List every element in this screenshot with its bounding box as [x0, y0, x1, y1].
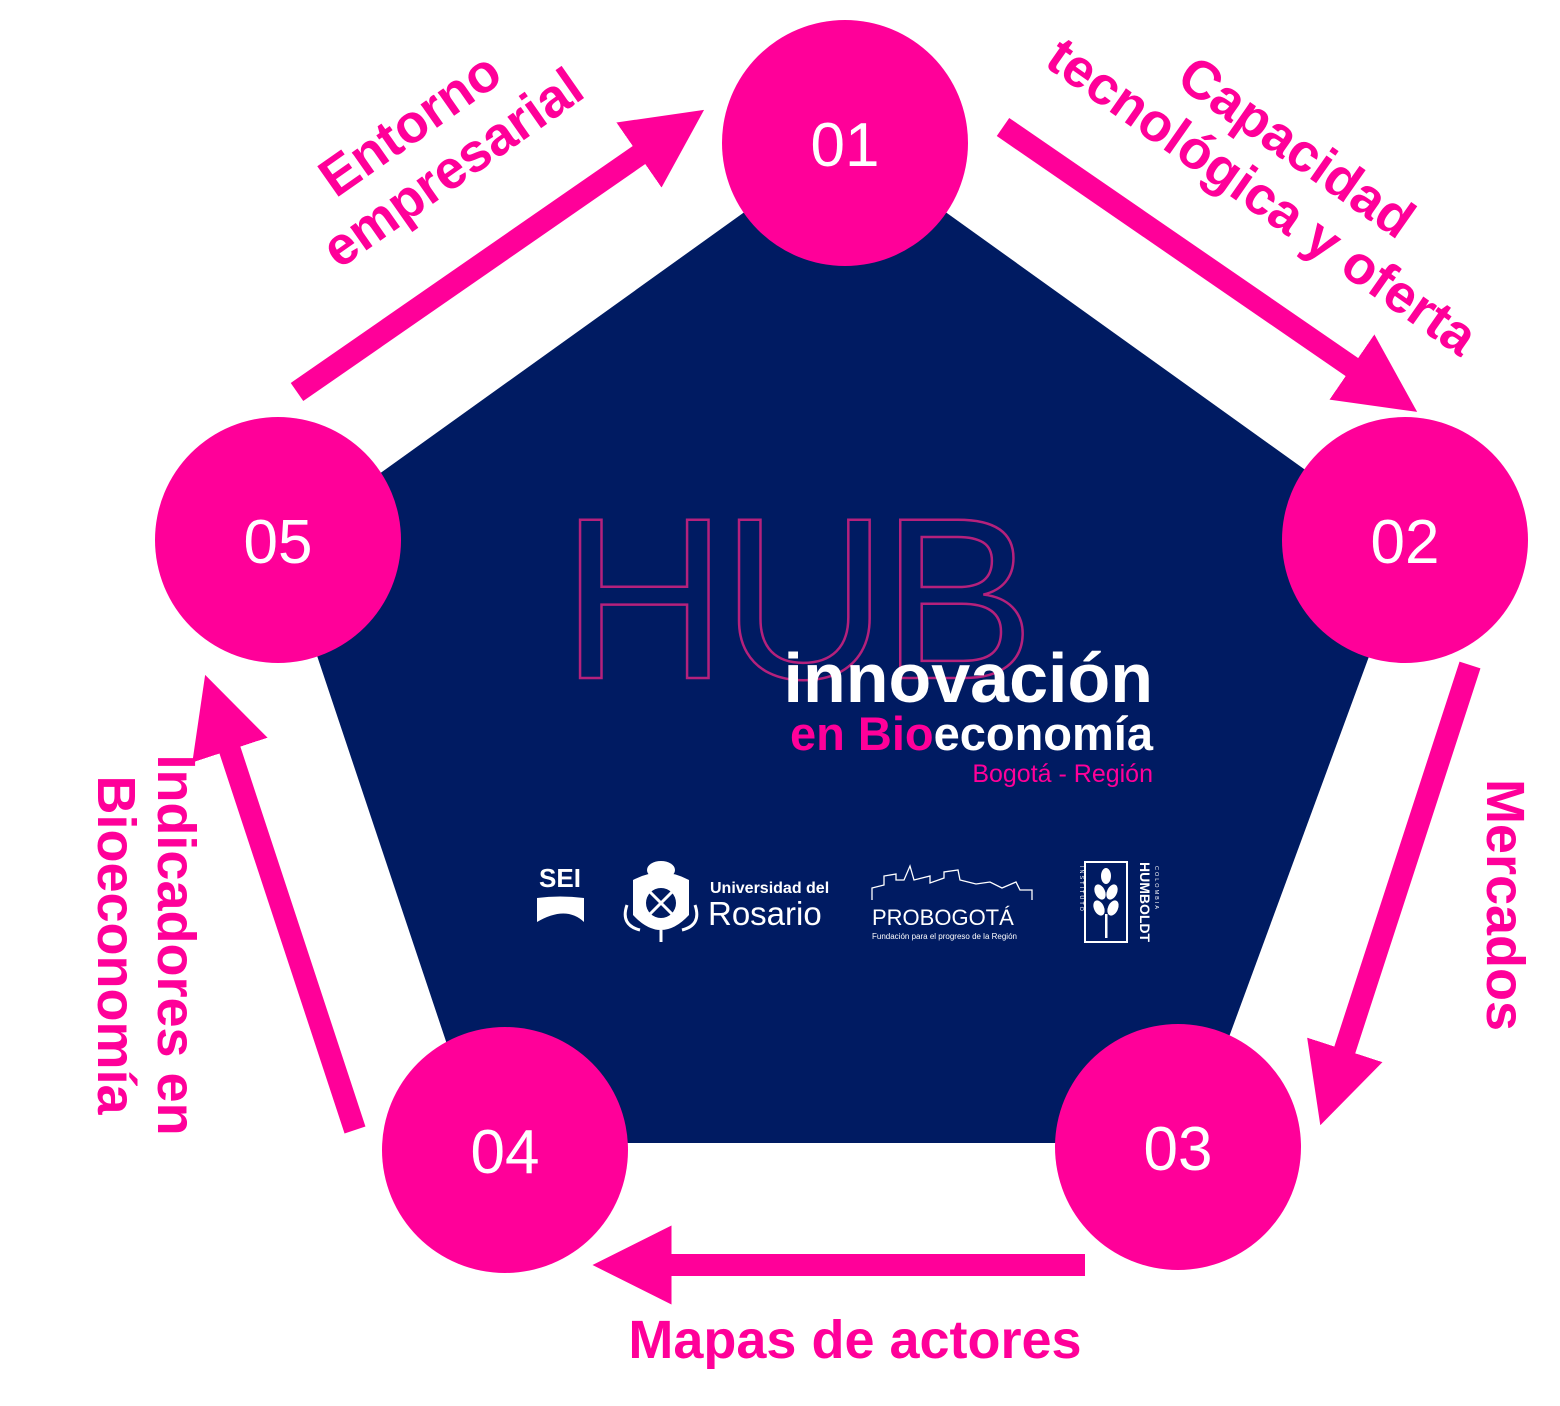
- node-03: 03: [1055, 1024, 1301, 1270]
- node-01-label: 01: [811, 111, 880, 180]
- partner-logos: SEI Universidad del Rosario PROBOGOTÁ Fu…: [537, 861, 1159, 943]
- step-label-indicadores-line1: Indicadores en: [146, 754, 206, 1135]
- step-label-mercados: Mercados: [1475, 779, 1535, 1031]
- node-03-label: 03: [1144, 1115, 1213, 1184]
- step-label-indicadores-line2: Bioeconomía: [86, 775, 146, 1115]
- wheat-icon: [1093, 868, 1119, 938]
- step-label-mapas: Mapas de actores: [628, 1310, 1081, 1370]
- node-04-circle: [382, 1027, 628, 1273]
- node-01: 01: [722, 20, 968, 266]
- probogota-skyline-icon: [871, 864, 1033, 900]
- probogota-logo-text: PROBOGOTÁ: [872, 905, 1014, 930]
- humboldt-logo: HUMBOLDT INSTITUTO COLOMBIA: [1078, 861, 1159, 943]
- node-05-label: 05: [244, 508, 313, 577]
- brand-innovacion: innovación: [784, 639, 1153, 717]
- step-label-mercados-line1: Mercados: [1475, 779, 1535, 1031]
- probogota-logo: PROBOGOTÁ Fundación para el progreso de …: [871, 864, 1033, 941]
- probogota-logo-sub: Fundación para el progreso de la Región: [872, 932, 1017, 941]
- brand-block: HUB innovación en Bioeconomía Bogotá - R…: [560, 469, 1154, 788]
- rosario-crest-icon: [623, 861, 699, 942]
- node-03-circle: [1055, 1024, 1301, 1270]
- sei-logo: SEI: [537, 863, 584, 922]
- humboldt-logo-right: COLOMBIA: [1153, 866, 1159, 911]
- brand-bioeconomia: en Bioeconomía: [790, 707, 1154, 760]
- node-02-label: 02: [1371, 508, 1440, 577]
- brand-bioeconomia-pink: en Bio: [790, 707, 934, 760]
- step-label-mapas-line1: Mapas de actores: [628, 1310, 1081, 1370]
- step-label-indicadores: Indicadores en Bioeconomía: [86, 754, 206, 1135]
- node-02-circle: [1282, 417, 1528, 663]
- humboldt-logo-left: INSTITUTO: [1078, 866, 1084, 913]
- rosario-logo-top: Universidad del: [710, 880, 829, 897]
- arrows: [192, 109, 1481, 1305]
- arrow-01-02: [996, 117, 1418, 412]
- rosario-logo-bottom: Rosario: [708, 895, 822, 932]
- step-label-entorno: Entorno empresarial: [308, 41, 594, 280]
- node-05-circle: [155, 417, 401, 663]
- node-04-label: 04: [471, 1118, 540, 1187]
- arrow-02-03: [1307, 661, 1481, 1126]
- humboldt-frame: [1084, 861, 1128, 943]
- brand-bioeconomia-white: economía: [934, 707, 1154, 760]
- arrow-05-01: [290, 109, 705, 402]
- node-05: 05: [155, 417, 401, 663]
- node-01-circle: [722, 20, 968, 266]
- brand-region: Bogotá - Región: [972, 760, 1153, 788]
- sei-logo-text: SEI: [539, 863, 581, 893]
- rosario-logo: Universidad del Rosario: [623, 861, 829, 942]
- sei-logo-mark: [537, 896, 584, 922]
- node-02: 02: [1282, 417, 1528, 663]
- brand-hub-outline: HUB: [561, 470, 1029, 727]
- node-04: 04: [382, 1027, 628, 1273]
- arrow-04-05: [192, 674, 366, 1134]
- humboldt-logo-text: HUMBOLDT: [1137, 862, 1153, 943]
